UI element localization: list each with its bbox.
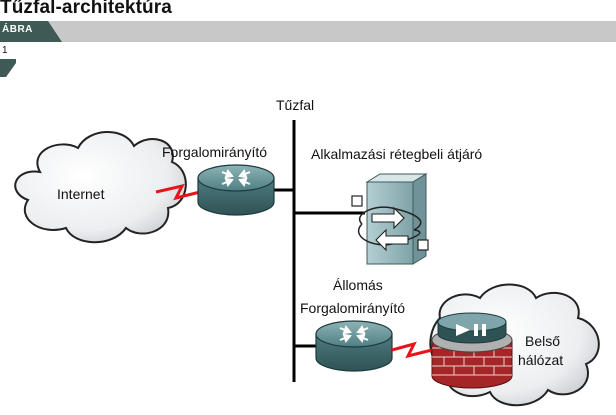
pix-firewall-icon (431, 312, 513, 389)
page-title: Tűzfal-architektúra (0, 0, 172, 18)
router-bottom-icon (315, 320, 393, 372)
internal-net-label-line1: Belső (525, 333, 561, 349)
internet-label: Internet (57, 186, 105, 202)
router-top-icon (197, 164, 275, 216)
internal-net-label-line2: hálózat (518, 352, 564, 368)
host-label: Állomás (333, 277, 383, 293)
router-top-label: Forgalomirányító (162, 144, 268, 160)
firewall-label: Tűzfal (276, 97, 315, 113)
page-marker-icon (0, 59, 16, 77)
internet-cloud-icon (14, 131, 187, 244)
gateway-label: Alkalmazási rétegbeli átjáró (311, 146, 483, 162)
serial-link-bottom-icon (391, 341, 433, 359)
application-gateway-icon (351, 173, 429, 265)
router-bottom-label: Forgalomirányító (300, 300, 406, 316)
page-number: 1 (2, 45, 8, 56)
tab-bar (0, 21, 616, 42)
serial-link-top-icon (155, 183, 205, 201)
tab-abra[interactable]: ÁBRA (2, 24, 33, 35)
